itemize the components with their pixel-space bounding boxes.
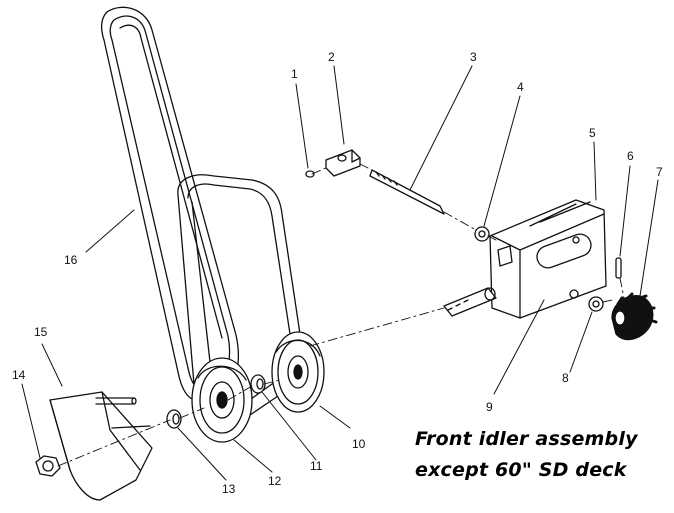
caption-line-2: except 60" SD deck — [415, 459, 627, 481]
spacer-13-drawing — [166, 409, 182, 429]
hitch-pin-clip-drawing — [305, 170, 315, 178]
callout-2: 2 — [328, 50, 335, 64]
callout-4: 4 — [517, 80, 524, 94]
callout-7: 7 — [656, 165, 663, 179]
long-v-belt-drawing — [100, 6, 239, 402]
callout-leader-lines — [21, 65, 659, 481]
roll-pin-drawing — [615, 257, 622, 279]
large-pulley-drawing — [271, 331, 325, 413]
spacer-11-drawing — [250, 374, 266, 394]
callout-11: 11 — [310, 459, 323, 473]
assembly-centerlines — [57, 163, 625, 467]
callout-15: 15 — [34, 325, 48, 339]
idler-arm-bracket-drawing — [49, 391, 153, 501]
callout-13: 13 — [222, 482, 236, 496]
adjustment-stud-drawing — [443, 287, 497, 317]
clevis-pin-drawing — [325, 149, 361, 177]
callout-5: 5 — [589, 126, 596, 140]
flat-washer-drawing — [588, 296, 604, 312]
callout-6: 6 — [627, 149, 634, 163]
callout-12: 12 — [268, 474, 282, 488]
tension-knob-drawing — [611, 292, 658, 341]
callout-numbers: 1 2 3 4 5 6 7 8 9 10 11 12 13 14 15 16 — [12, 50, 663, 496]
caption-line-1: Front idler assembly — [415, 428, 638, 450]
callout-14: 14 — [12, 368, 26, 382]
washer-drawing — [474, 226, 490, 242]
threaded-rod-drawing — [369, 169, 445, 215]
callout-9: 9 — [486, 400, 493, 414]
callout-1: 1 — [291, 67, 298, 81]
diagram-caption: Front idler assembly except 60" SD deck — [415, 424, 670, 486]
idler-housing-drawing — [489, 199, 607, 319]
callout-10: 10 — [352, 437, 366, 451]
nut-drawing — [35, 455, 61, 477]
callout-3: 3 — [470, 50, 477, 64]
callout-16: 16 — [64, 253, 78, 267]
idler-pulley-drawing — [191, 357, 253, 443]
callout-8: 8 — [562, 371, 569, 385]
